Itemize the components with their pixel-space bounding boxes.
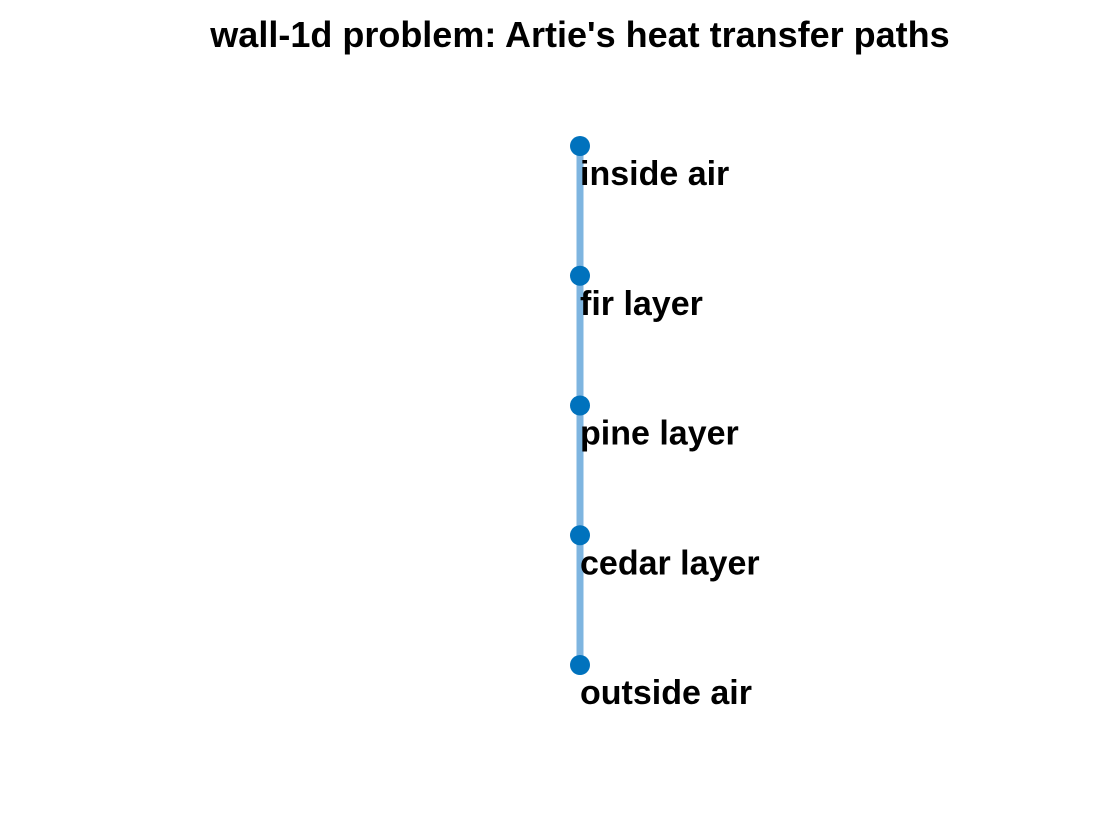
- node-label-cedar-layer: cedar layer: [580, 544, 760, 582]
- node-fir-layer: [570, 265, 590, 286]
- node-label-inside-air: inside air: [580, 155, 729, 193]
- diagram-title: wall-1d problem: Artie's heat transfer p…: [209, 14, 949, 55]
- node-pine-layer: [570, 395, 590, 416]
- node-inside-air: [570, 136, 590, 156]
- node-label-outside-air: outside air: [580, 674, 752, 712]
- node-label-pine-layer: pine layer: [580, 415, 739, 453]
- node-label-fir-layer: fir layer: [580, 285, 703, 323]
- node-cedar-layer: [570, 525, 590, 546]
- node-group: [570, 136, 590, 675]
- label-group: inside air fir layer pine layer cedar layer…: [580, 155, 760, 712]
- node-outside-air: [570, 655, 590, 675]
